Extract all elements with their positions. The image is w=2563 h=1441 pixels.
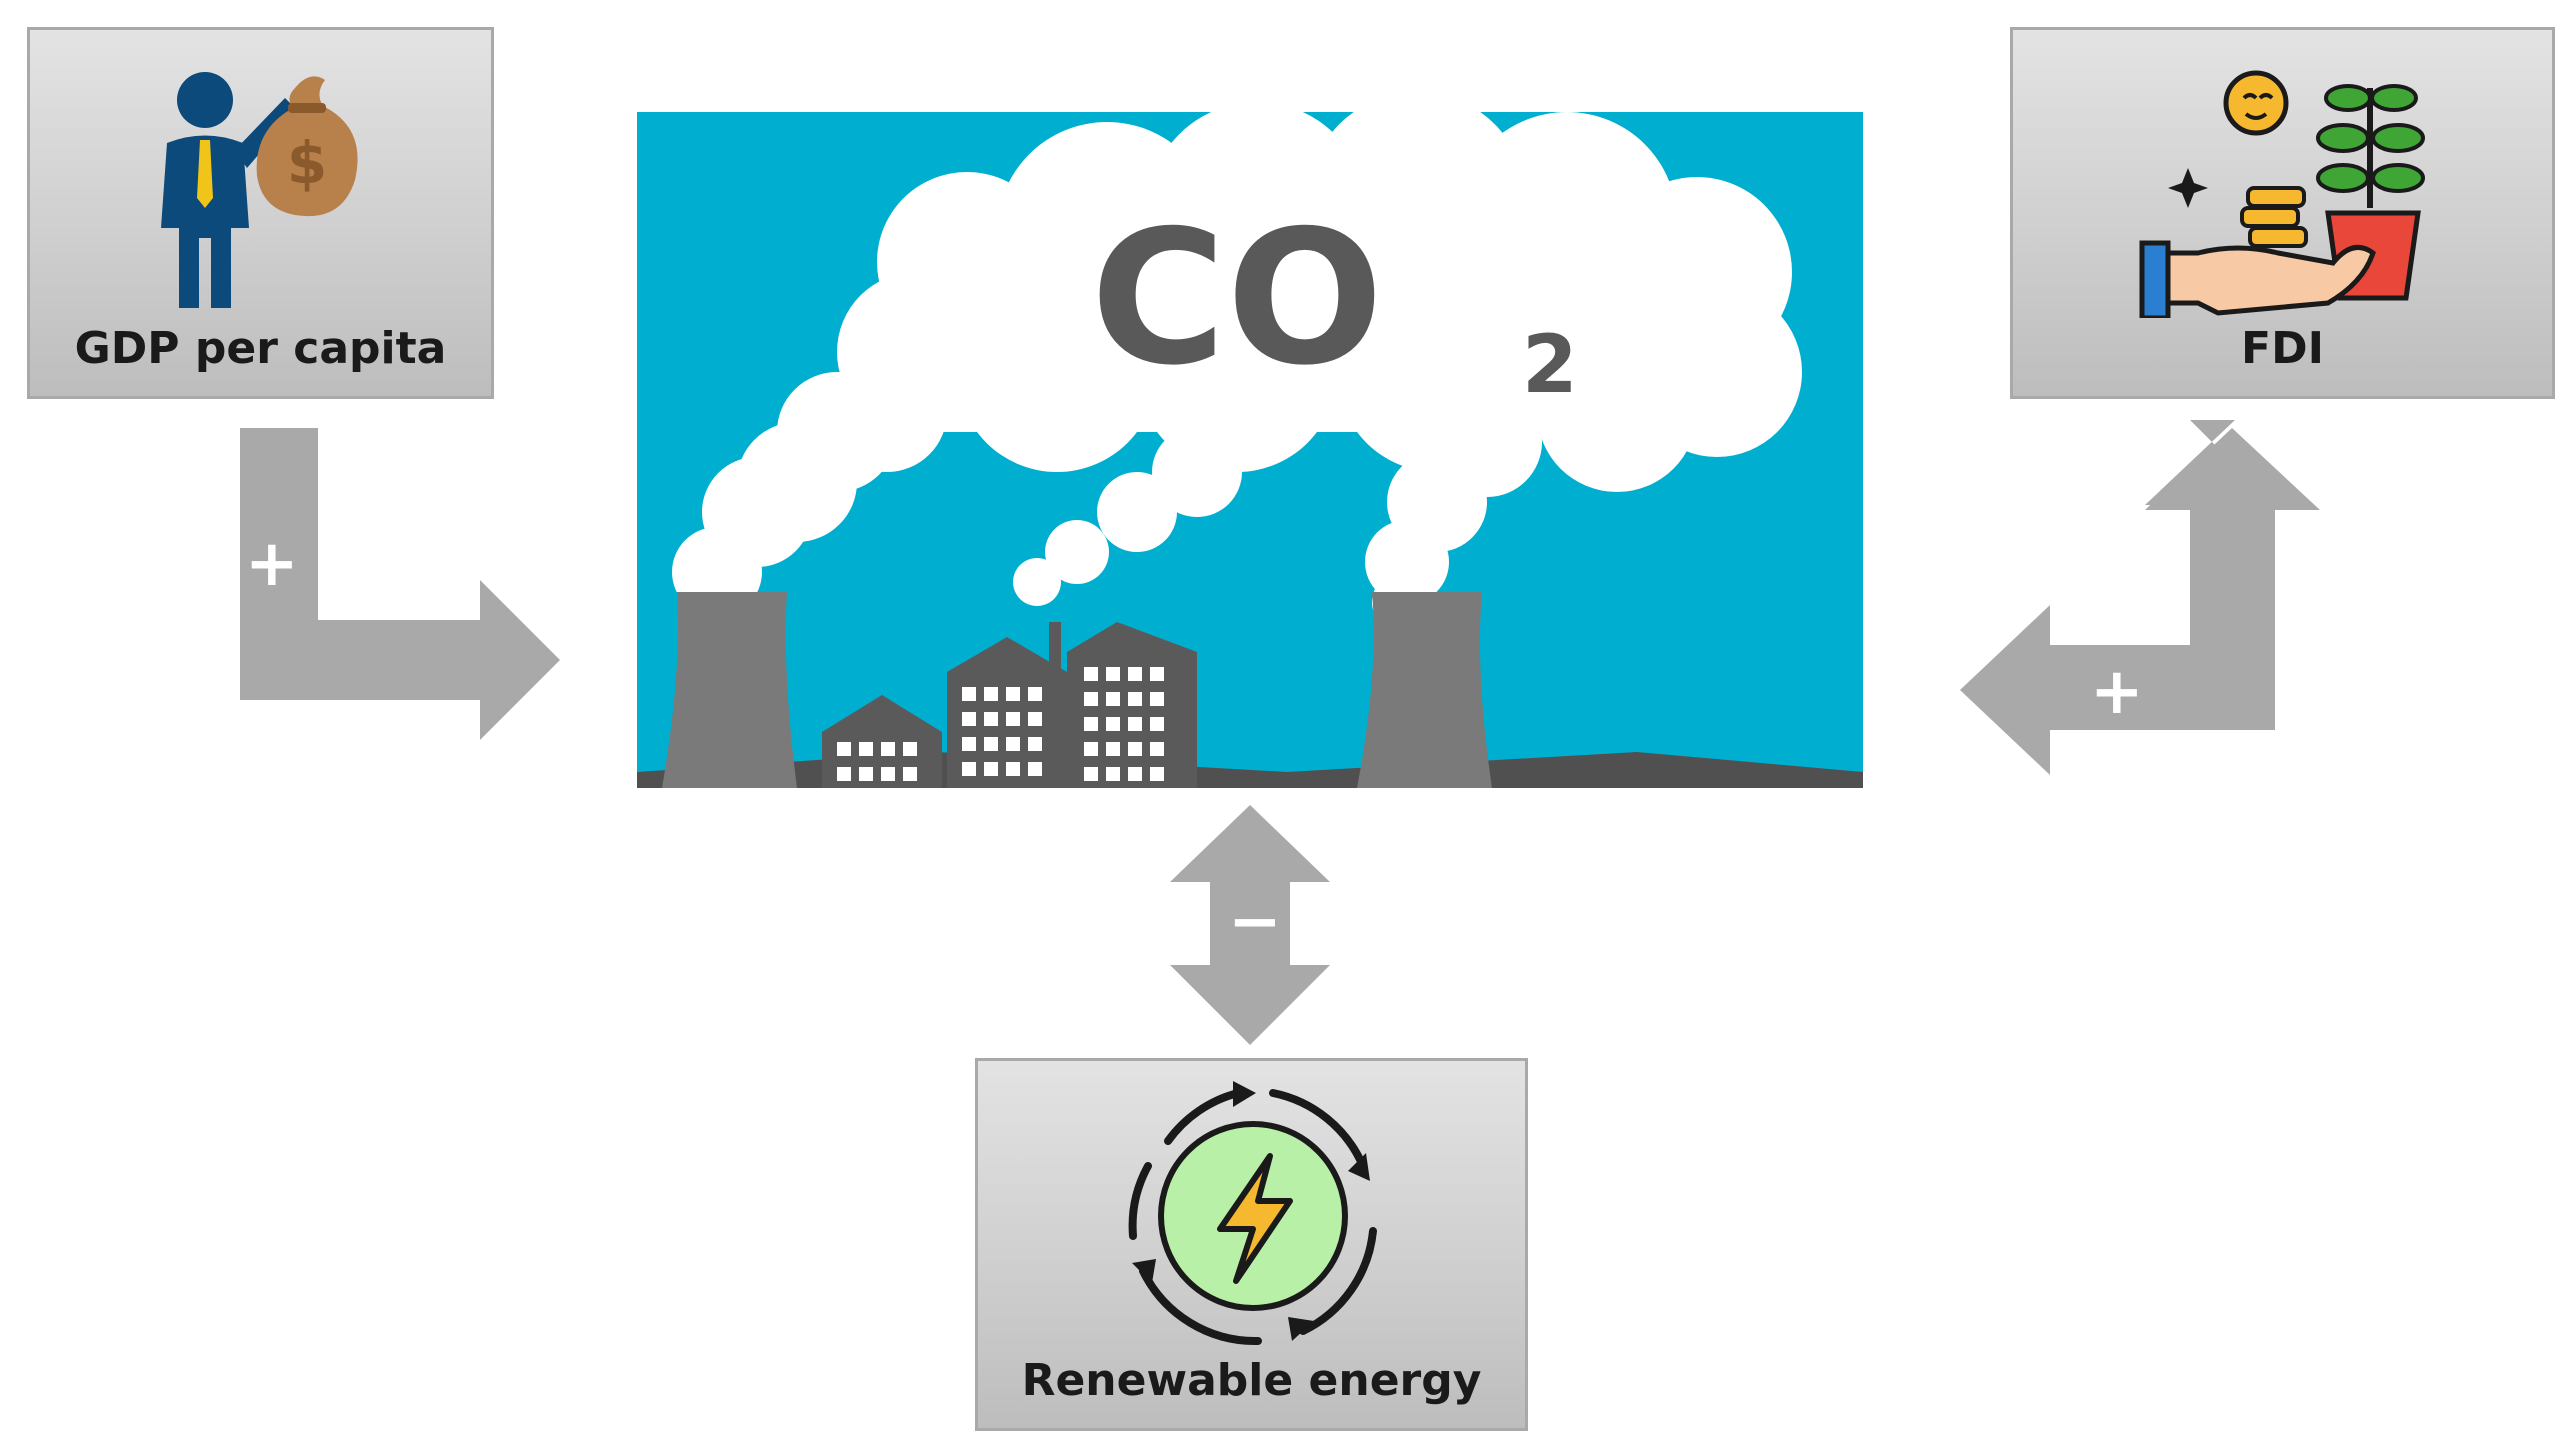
gdp-label: GDP per capita [74, 323, 447, 374]
renewable-edge-sign: − [1228, 885, 1282, 959]
renewable-energy-node: Renewable energy [975, 1058, 1528, 1431]
co2-subscript: 2 [1522, 318, 1578, 411]
energy-cycle-lightning-icon [1128, 1081, 1377, 1346]
factory-smoke-pollution-scene: CO 2 [637, 112, 1863, 788]
businessman-money-bag-icon: $ [161, 72, 358, 308]
fdi-arrowhead [2145, 428, 2320, 728]
svg-text:$: $ [287, 129, 327, 197]
smoke-cloud [672, 112, 1802, 632]
factory-buildings [822, 622, 1197, 788]
co2-label: CO [1090, 190, 1383, 406]
cooling-tower-right [1357, 592, 1492, 788]
cooling-tower-left [662, 592, 797, 788]
factory-windows [837, 667, 1164, 781]
gdp-edge-sign: + [245, 527, 299, 601]
hand-coins-plant-icon [2139, 70, 2425, 318]
renewable-energy-label: Renewable energy [1021, 1355, 1482, 1406]
gdp-node: $ GDP per capita [27, 27, 494, 399]
fdi-edge-sign: + [2090, 655, 2144, 729]
fdi-label: FDI [2241, 323, 2324, 374]
gdp-to-co2-arrow [240, 428, 560, 740]
ground [637, 752, 1863, 788]
fdi-node: FDI [2010, 27, 2555, 399]
renewable-co2-arrow [1170, 805, 1330, 1045]
